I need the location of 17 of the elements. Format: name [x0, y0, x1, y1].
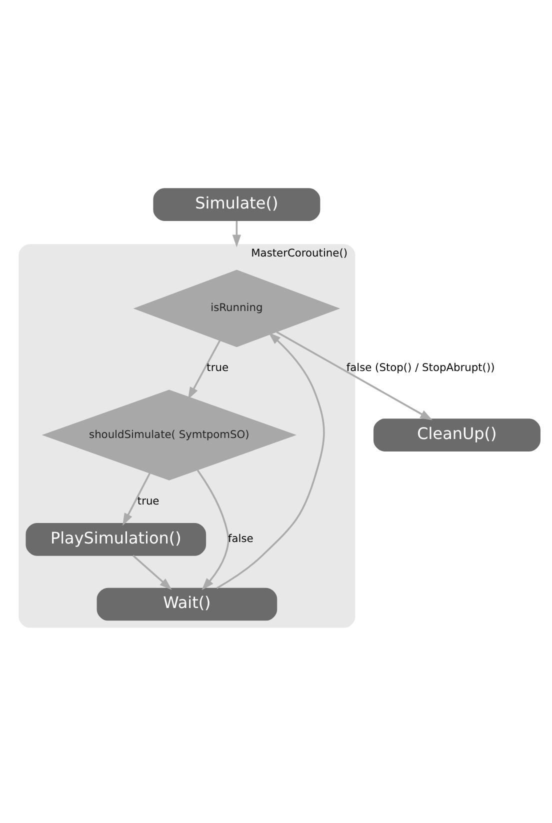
node-diamond: shouldSimulate( SymtpomSO) [42, 390, 297, 480]
edge-label: false [228, 532, 254, 546]
node-box: Wait() [96, 588, 278, 621]
arrow [276, 331, 433, 420]
edge-label: true [137, 494, 160, 508]
node-diamond: isRunning [133, 270, 340, 348]
arrow [122, 472, 151, 526]
node-box: Simulate() [153, 188, 320, 221]
node-box: CleanUp() [373, 418, 540, 452]
edge-label: false (Stop() / StopAbrupt()) [346, 361, 495, 374]
arrow [232, 220, 242, 248]
arrow [196, 470, 230, 590]
arrow [132, 554, 172, 590]
arrow [216, 332, 325, 589]
node-box: PlaySimulation() [26, 522, 206, 556]
edge-label: true [206, 361, 229, 374]
arrow [188, 340, 221, 400]
